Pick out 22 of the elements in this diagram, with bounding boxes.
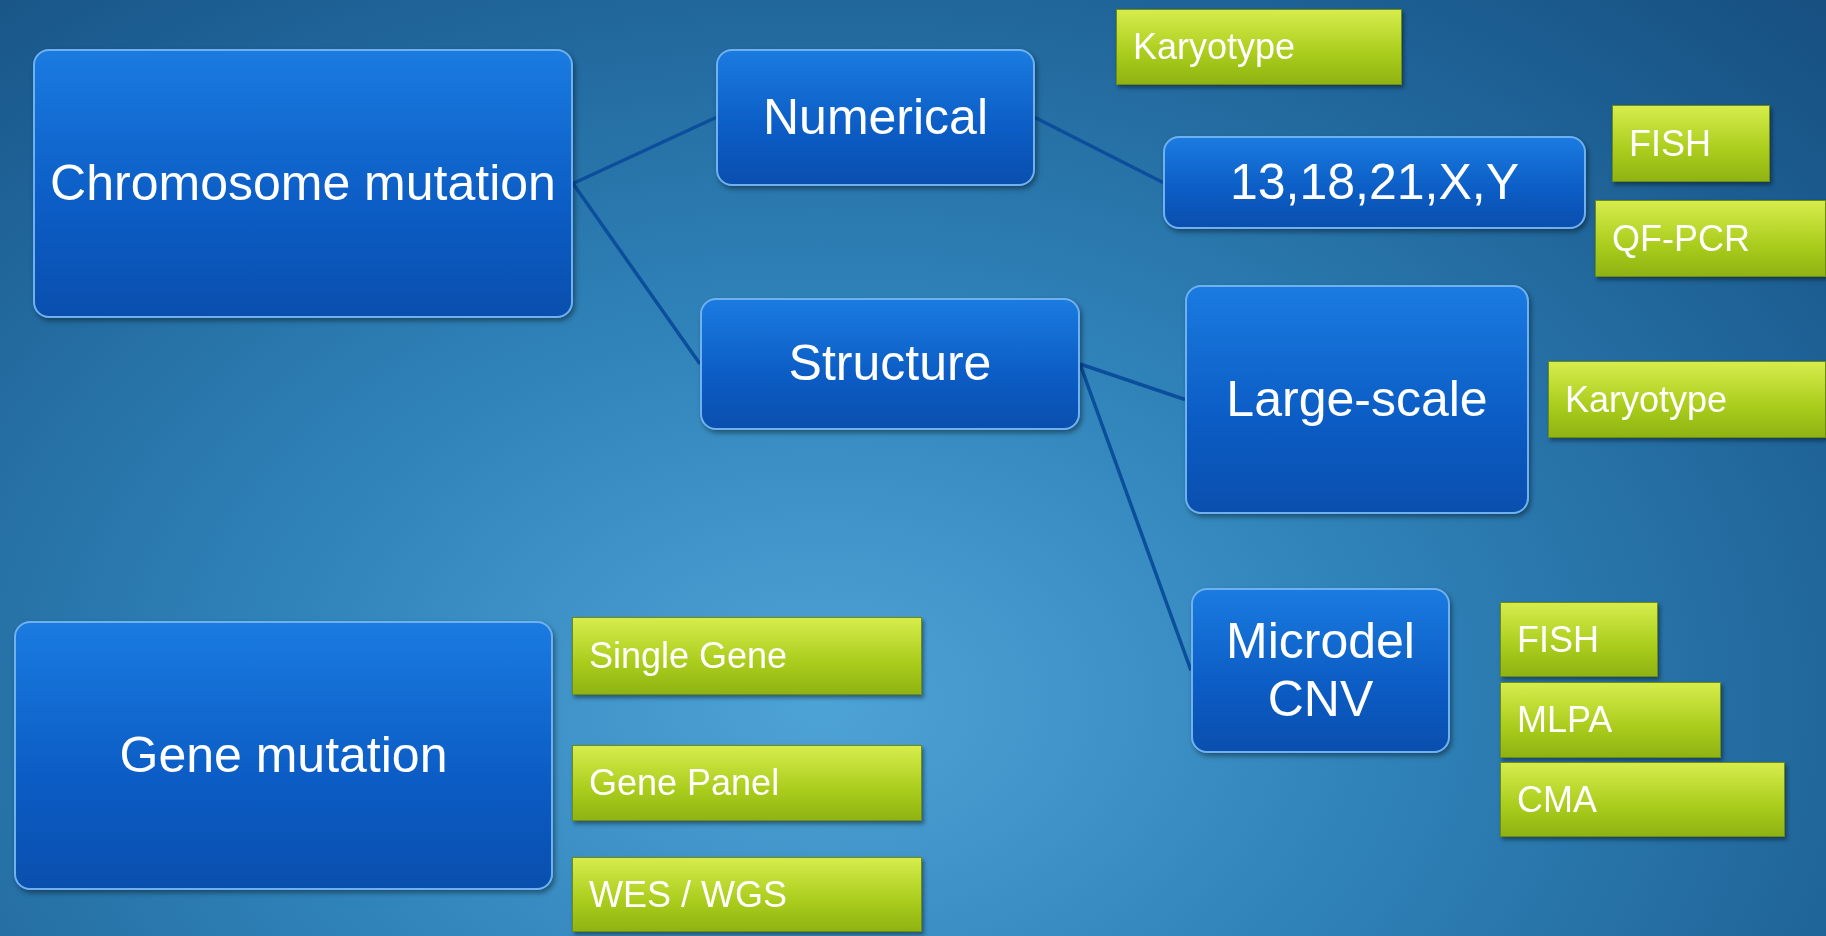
method-box: QF-PCR	[1595, 200, 1826, 277]
category-box: Large-scale	[1185, 285, 1529, 514]
method-box: Gene Panel	[572, 745, 922, 821]
method-box: Karyotype	[1116, 9, 1402, 85]
connector-line	[1078, 363, 1193, 672]
connector-line	[572, 115, 717, 186]
method-box: FISH	[1500, 602, 1658, 677]
category-box: Gene mutation	[14, 621, 553, 890]
category-box: 13,18,21,X,Y	[1163, 136, 1586, 229]
method-box: Karyotype	[1548, 361, 1826, 438]
category-box: Numerical	[716, 49, 1035, 186]
method-box: WES / WGS	[572, 857, 922, 932]
method-box: Single Gene	[572, 617, 922, 695]
connector-line	[1034, 115, 1164, 185]
connector-line	[1079, 362, 1186, 402]
method-box: FISH	[1612, 105, 1770, 182]
category-box: Microdel CNV	[1191, 588, 1450, 753]
method-box: MLPA	[1500, 682, 1721, 758]
category-box: Chromosome mutation	[33, 49, 573, 318]
connector-line	[571, 182, 702, 365]
category-box: Structure	[700, 298, 1080, 430]
method-box: CMA	[1500, 762, 1785, 837]
